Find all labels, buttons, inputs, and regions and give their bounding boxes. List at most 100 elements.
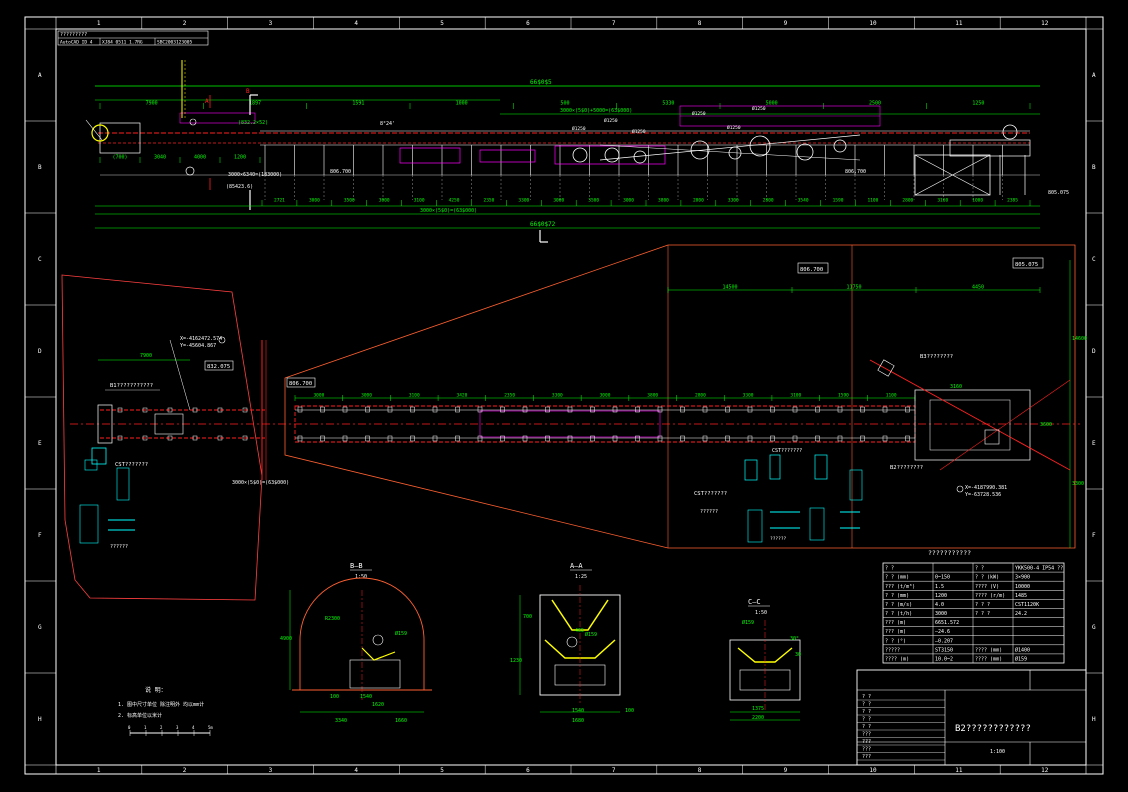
idler-station [747,435,753,442]
idler-station [882,406,888,413]
title-block-cell: ??? [862,732,871,738]
elev-dim-top: 1000 [456,101,468,107]
spec-table-cell: ???? (V) [975,584,999,590]
header-line1: ????????? [60,32,87,38]
frame-col-label: 8 [698,767,702,774]
elev-dim-bottom: 1100 [868,198,879,204]
spec-table-body: ? ?? ?YKK500-4 IP54 ??? ? (mm)0~150? ? (… [883,563,1064,663]
spec-table-cell: 10.0~2 [935,657,953,663]
elev-dim-bottom: 2800 [693,198,704,204]
section-dim: 3340 [335,718,347,724]
idler-station [860,406,865,413]
elev-dim-bottom: 3160 [937,198,948,204]
spec-table-cell: ???? (r/m) [975,593,1005,599]
title-block-cell: ? ? [862,694,871,700]
elev-elevation-a: (832.2×52) [238,120,268,126]
plan-right-dim-a: 3160 [950,384,962,390]
pulley-icon [796,143,814,161]
idler-station [432,406,438,413]
idler-station [387,435,393,442]
spec-table-cell: Ø1400 [1015,646,1030,653]
section-dim: 1230 [510,658,522,664]
frame-row-label: H [38,716,42,723]
frame-col-label: 10 [869,20,877,27]
spec-table-cell: ? ? (m/s) [885,602,912,608]
spec-table-cell: 1485 [1015,593,1027,599]
scale-label: 1 [144,725,147,730]
spec-table-cell: 1200 [935,593,947,599]
idler-station [342,435,348,442]
title-block: ? ?? ?? ?? ?? ????????????? B2??????????… [856,669,1087,766]
frame-col-label: 6 [526,20,530,27]
section-aa-title: A—A [570,562,583,570]
idler-station [635,406,640,413]
frame-row-label: C [38,256,42,263]
pulley-icon [833,139,847,153]
elev-dim-top: 1591 [352,101,364,107]
title-block-cell: ??? [862,747,871,753]
scale-label: 5m [208,725,213,730]
frame-col-label: 4 [354,767,358,774]
plan-label-cst3: CST??????? [694,491,727,497]
section-dim: 4900 [280,636,292,642]
idler-station [477,406,483,413]
idler-station [522,406,528,413]
elev-dim-bottom: 3000 [623,198,634,204]
idler-station [657,435,663,442]
frame-col-label: 1 [97,20,101,27]
frame-row-label: D [38,348,42,355]
frame-row-label: C [1092,256,1096,263]
title-block-scale: 1:100 [990,749,1005,755]
idler-station [455,435,460,442]
idler-station [702,435,708,442]
header-cell-3: SBC2003123005 [157,40,193,46]
title-block-cell: ? ? [862,702,871,708]
idler-station [410,406,415,413]
section-bb-scale: 1:50 [355,574,367,580]
frame-col-label: 11 [955,767,963,774]
idler-station [815,406,820,413]
elev-dim-bottom: 3500 [588,198,599,204]
elev-overall-top: 66$0$5 [530,79,552,86]
spec-table-cell: ? ? (kW) [975,575,999,581]
plan-note: 3000×(5$0)=(63$000) [232,480,289,486]
frame-col-label: 12 [1041,767,1049,774]
elev-elevation-right: 805.075 [1048,190,1069,196]
frame-col-label: 11 [955,20,963,27]
plan-dim-row: 1590 [838,393,849,399]
frame-col-label: 10 [869,767,877,774]
plan-right-dim-b: 3600 [1040,422,1052,428]
spec-table-cell: 24.2 [1015,611,1027,617]
idler-station [882,435,888,442]
plan-label-b3: B3???????? [920,354,953,360]
pulley-label: Ø1250 [632,128,646,135]
elev-dim-bottom: 1590 [833,198,844,204]
section-dim: 2200 [752,715,764,721]
frame-col-label: 3 [269,767,273,774]
pulley-label: Ø1250 [572,125,586,132]
elev-dim-bottom: 2721 [274,198,285,204]
idler-station [500,435,505,442]
idler-station [792,406,798,413]
title-block-cell: ? ? [862,717,871,723]
spec-table-cell: 3×900 [1015,575,1030,581]
section-dim: 100 [625,708,634,714]
section-mark-a: A [205,98,209,105]
frame-col-label: 1 [97,767,101,774]
idler-station [747,406,753,413]
idler-station [500,406,505,413]
elev-dim-bottom: 1000 [972,198,983,204]
idler-station [680,435,685,442]
spec-table-cell: ? ? [885,566,894,572]
plan-label-cst2: CST??????? [772,448,802,454]
section-dim: Ø159 [585,631,597,638]
elev-elevation-left: 806.700 [845,169,866,175]
section-dim: 1620 [372,702,384,708]
